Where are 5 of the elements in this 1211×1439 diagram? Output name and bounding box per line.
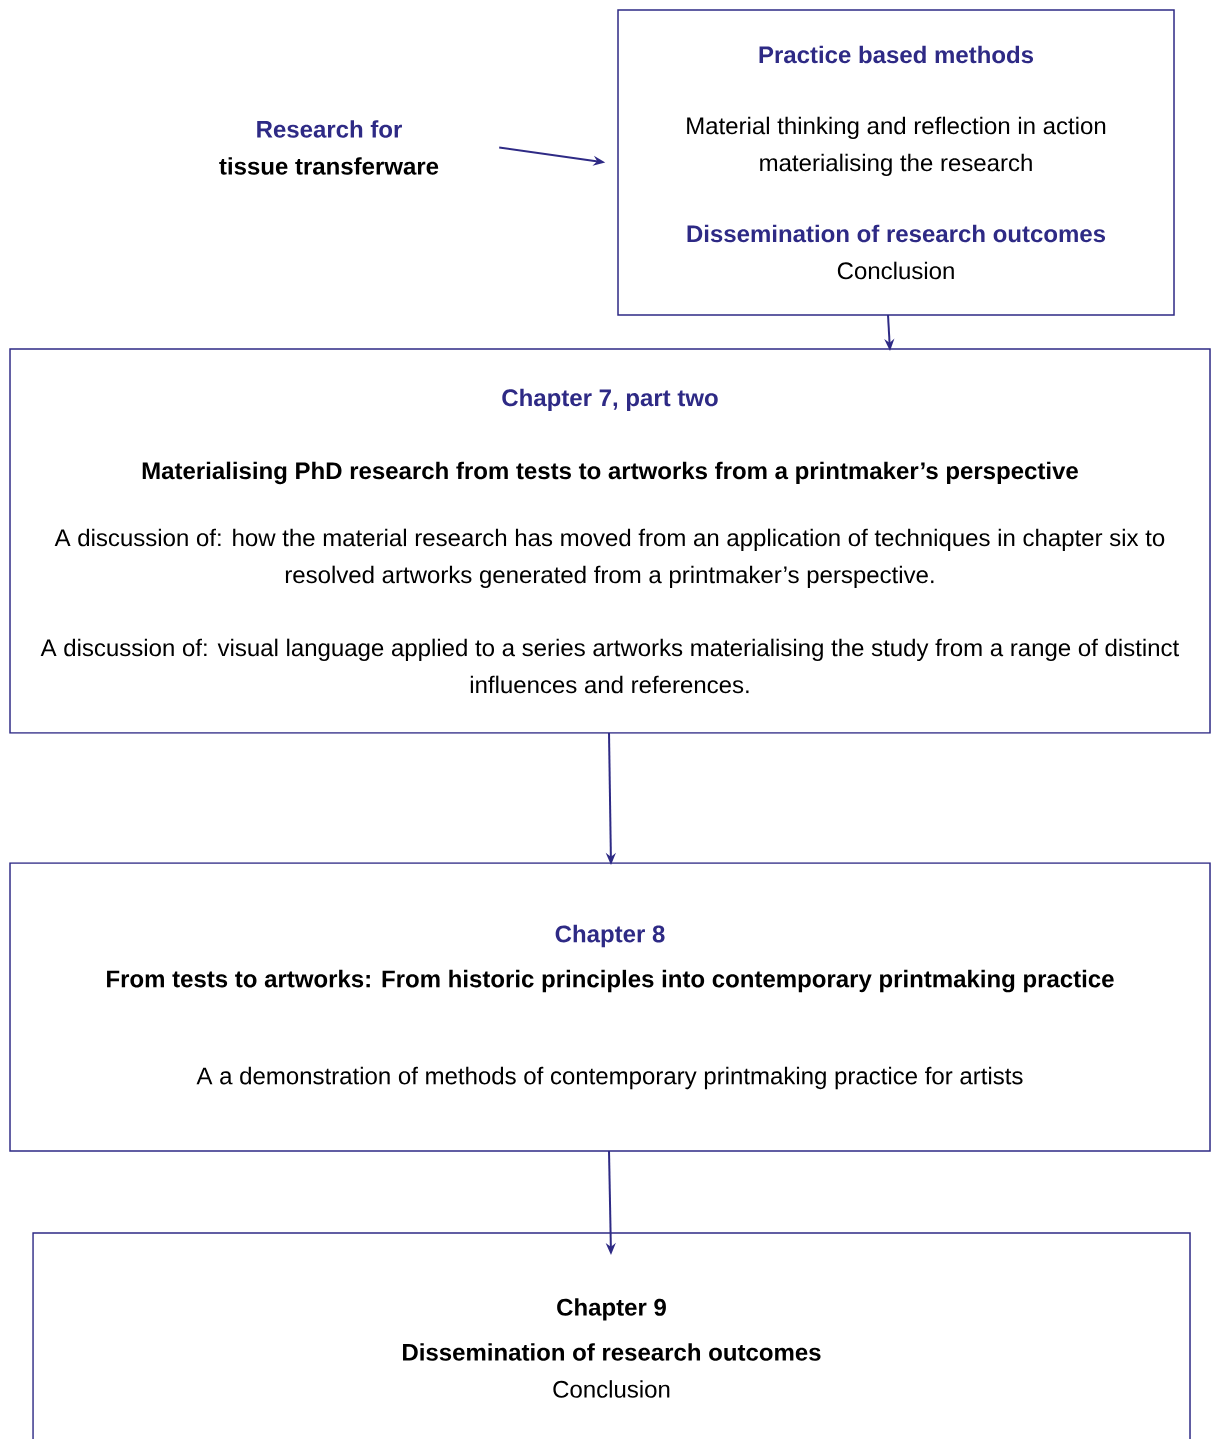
chapter-box: Chapter 9 Dissemination of research outcomes Conclusion [32,1232,1191,1439]
method-box: Practice based methods Material thinking and reflection in action materialising the research Dissemination of research outcomes Conclusion [617,9,1175,316]
chapter-box: Chapter 8 From tests to artworks: From historic principles into contemporary printmaking practice A a demonstration of methods of contemporary printmaking practice for artists [9,862,1211,1152]
chapter-box: Chapter 7, part two Materialising PhD research from tests to artworks from a printmaker’s perspective A discussion of: how the material research has moved from an application of techniques in chapter six to resolved artworks generated from a printmaker’s perspective. A discussion of: visual language applied to a series artworks materialising the study from a range of distinct influences and references. [9,348,1211,734]
title-text: Research for tissue transferware [219,120,439,175]
